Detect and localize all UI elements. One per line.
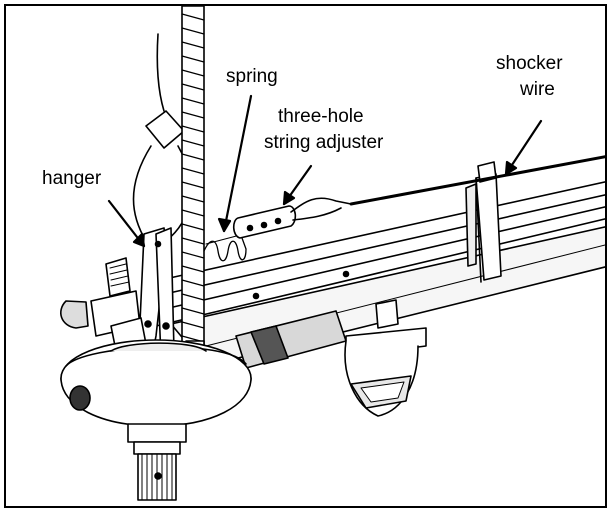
label-shocker-line2: wire <box>520 79 555 100</box>
label-spring: spring <box>226 66 278 87</box>
regulator <box>60 339 252 501</box>
feed-pan <box>344 299 427 417</box>
label-shocker-line1: shocker <box>496 53 563 74</box>
leader-lines <box>107 94 543 248</box>
inlet-fittings <box>60 257 147 352</box>
adjuster-plate <box>232 205 297 239</box>
spring-arrow <box>222 94 253 233</box>
diagram-frame: hanger spring three-hole string adjuster… <box>4 4 607 508</box>
spring-rod <box>181 6 205 372</box>
feeder-illustration <box>60 6 605 501</box>
label-adjuster-line2: string adjuster <box>264 132 384 153</box>
label-hanger: hanger <box>42 168 102 189</box>
wire-post <box>465 161 502 283</box>
label-adjuster-line1: three-hole <box>278 106 364 127</box>
string-to-wire <box>290 155 605 221</box>
